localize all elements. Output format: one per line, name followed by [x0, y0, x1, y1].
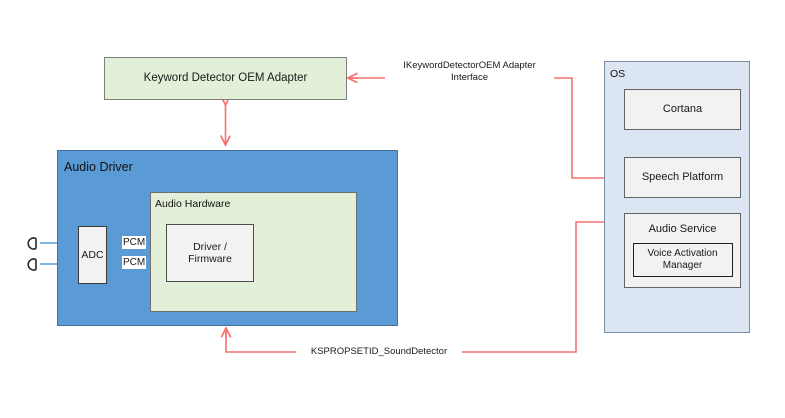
cortana-label: Cortana: [662, 103, 703, 116]
audio-hardware-title: Audio Hardware: [155, 198, 231, 210]
speech-platform-label: Speech Platform: [641, 171, 724, 184]
pcm-label-1: PCM: [122, 236, 147, 249]
speech-platform-box[interactable]: Speech Platform: [624, 157, 741, 198]
keyword-detector-oem-adapter-box[interactable]: Keyword Detector OEM Adapter: [104, 57, 347, 100]
microphone-2-icon: [27, 258, 37, 271]
pcm-label-2: PCM: [122, 256, 147, 269]
audio-service-box[interactable]: Audio Service Voice Activation Manager: [624, 213, 741, 288]
driver-firmware-box[interactable]: Driver / Firmware: [166, 224, 254, 282]
driver-firmware-line2: Firmware: [188, 253, 232, 265]
audio-driver-title: Audio Driver: [64, 160, 133, 174]
cortana-box[interactable]: Cortana: [624, 89, 741, 130]
ikeyword-interface-line2: Interface: [451, 71, 488, 83]
sound-detector-label: KSPROPSETID_SoundDetector: [296, 346, 462, 358]
adc-label: ADC: [81, 248, 104, 261]
audio-service-label: Audio Service: [648, 223, 717, 235]
ikeyword-interface-label: IKeywordDetectorOEM Adapter Interface: [385, 60, 554, 84]
voice-activation-manager-box[interactable]: Voice Activation Manager: [632, 242, 733, 277]
adc-box[interactable]: ADC: [78, 226, 107, 284]
microphone-1-icon: [27, 237, 37, 250]
os-title: OS: [610, 68, 626, 80]
voice-activation-manager-line1: Voice Activation: [647, 247, 718, 259]
driver-firmware-line1: Driver /: [193, 240, 227, 253]
voice-activation-manager-line2: Manager: [662, 259, 703, 271]
oem-adapter-label: Keyword Detector OEM Adapter: [143, 71, 308, 84]
ikeyword-interface-line1: IKeywordDetectorOEM Adapter: [403, 60, 536, 71]
